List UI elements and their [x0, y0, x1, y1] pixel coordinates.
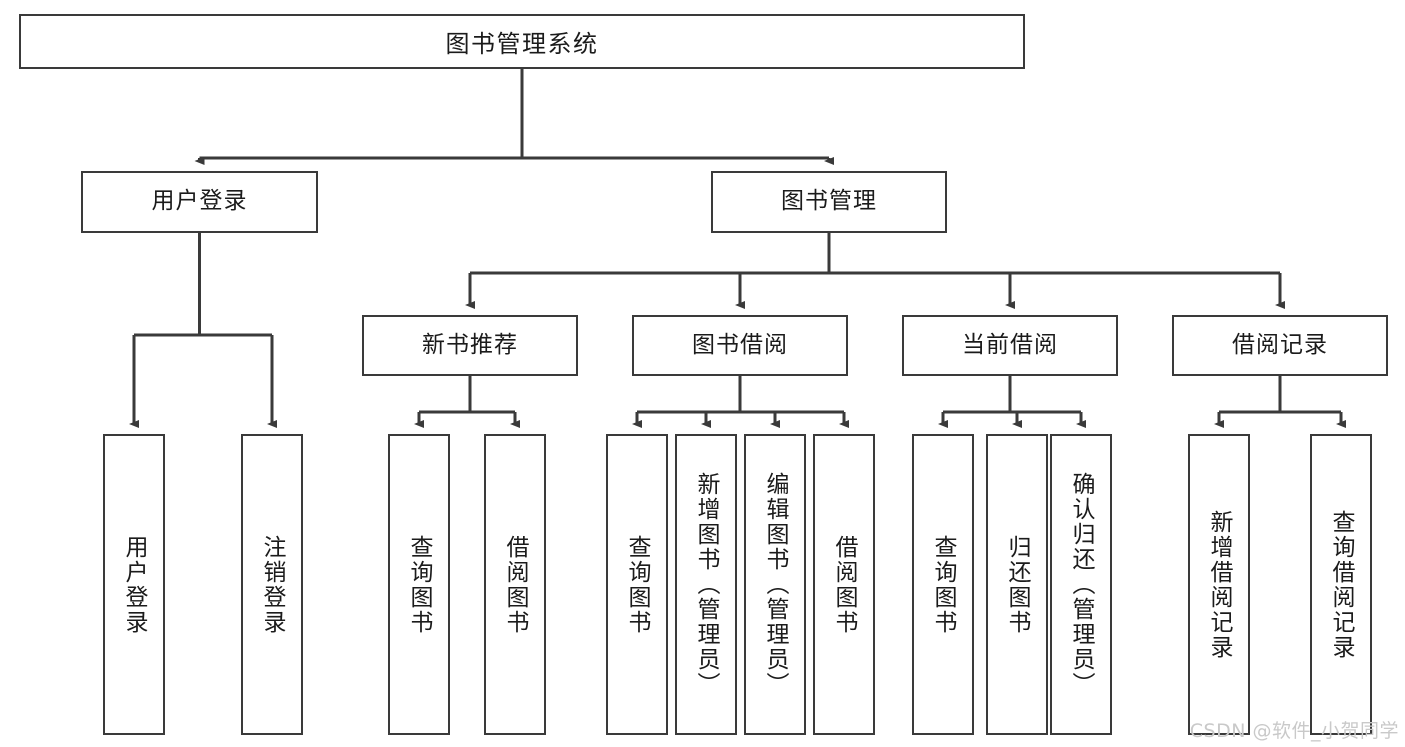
node-leaf-edit-book[interactable]: 编辑图书（管理员）	[744, 434, 806, 735]
node-root[interactable]: 图书管理系统	[19, 14, 1025, 69]
node-label: 图书借阅	[692, 331, 788, 358]
node-label: 新书推荐	[422, 331, 518, 358]
node-label: 查询图书	[624, 534, 651, 635]
node-leaf-borrow-book-2[interactable]: 借阅图书	[813, 434, 875, 735]
node-leaf-query-book-3[interactable]: 查询图书	[912, 434, 974, 735]
node-leaf-add-record[interactable]: 新增借阅记录	[1188, 434, 1250, 735]
node-label: 新增借阅记录	[1206, 509, 1233, 660]
node-label: 当前借阅	[962, 331, 1058, 358]
node-label: 编辑图书（管理员）	[762, 472, 789, 697]
node-leaf-borrow-book-1[interactable]: 借阅图书	[484, 434, 546, 735]
node-leaf-query-book-1[interactable]: 查询图书	[388, 434, 450, 735]
node-borrow-record[interactable]: 借阅记录	[1172, 315, 1388, 376]
node-book-borrow[interactable]: 图书借阅	[632, 315, 848, 376]
node-leaf-add-book[interactable]: 新增图书（管理员）	[675, 434, 737, 735]
node-label: 借阅图书	[502, 534, 529, 635]
node-label: 借阅图书	[831, 534, 858, 635]
node-label: 借阅记录	[1232, 331, 1328, 358]
node-user-login[interactable]: 用户登录	[81, 171, 318, 233]
node-label: 归还图书	[1004, 534, 1031, 635]
node-label: 查询图书	[406, 534, 433, 635]
node-leaf-user-logout[interactable]: 注销登录	[241, 434, 303, 735]
node-leaf-confirm-return[interactable]: 确认归还（管理员）	[1050, 434, 1112, 735]
node-leaf-query-record[interactable]: 查询借阅记录	[1310, 434, 1372, 735]
node-leaf-query-book-2[interactable]: 查询图书	[606, 434, 668, 735]
node-label: 新增图书（管理员）	[693, 472, 720, 697]
node-label: 用户登录	[151, 188, 248, 215]
node-leaf-return-book[interactable]: 归还图书	[986, 434, 1048, 735]
node-label: 注销登录	[259, 534, 286, 635]
node-book-manage[interactable]: 图书管理	[711, 171, 947, 233]
node-label: 图书管理	[781, 188, 877, 215]
node-new-book-recommend[interactable]: 新书推荐	[362, 315, 578, 376]
node-label: 确认归还（管理员）	[1068, 472, 1095, 697]
node-current-borrow[interactable]: 当前借阅	[902, 315, 1118, 376]
watermark-text: CSDN @软件_小贺同学	[1189, 720, 1399, 742]
node-label: 查询借阅记录	[1328, 509, 1355, 660]
node-label: 用户登录	[121, 534, 148, 635]
node-leaf-user-login[interactable]: 用户登录	[103, 434, 165, 735]
node-label: 查询图书	[930, 534, 957, 635]
